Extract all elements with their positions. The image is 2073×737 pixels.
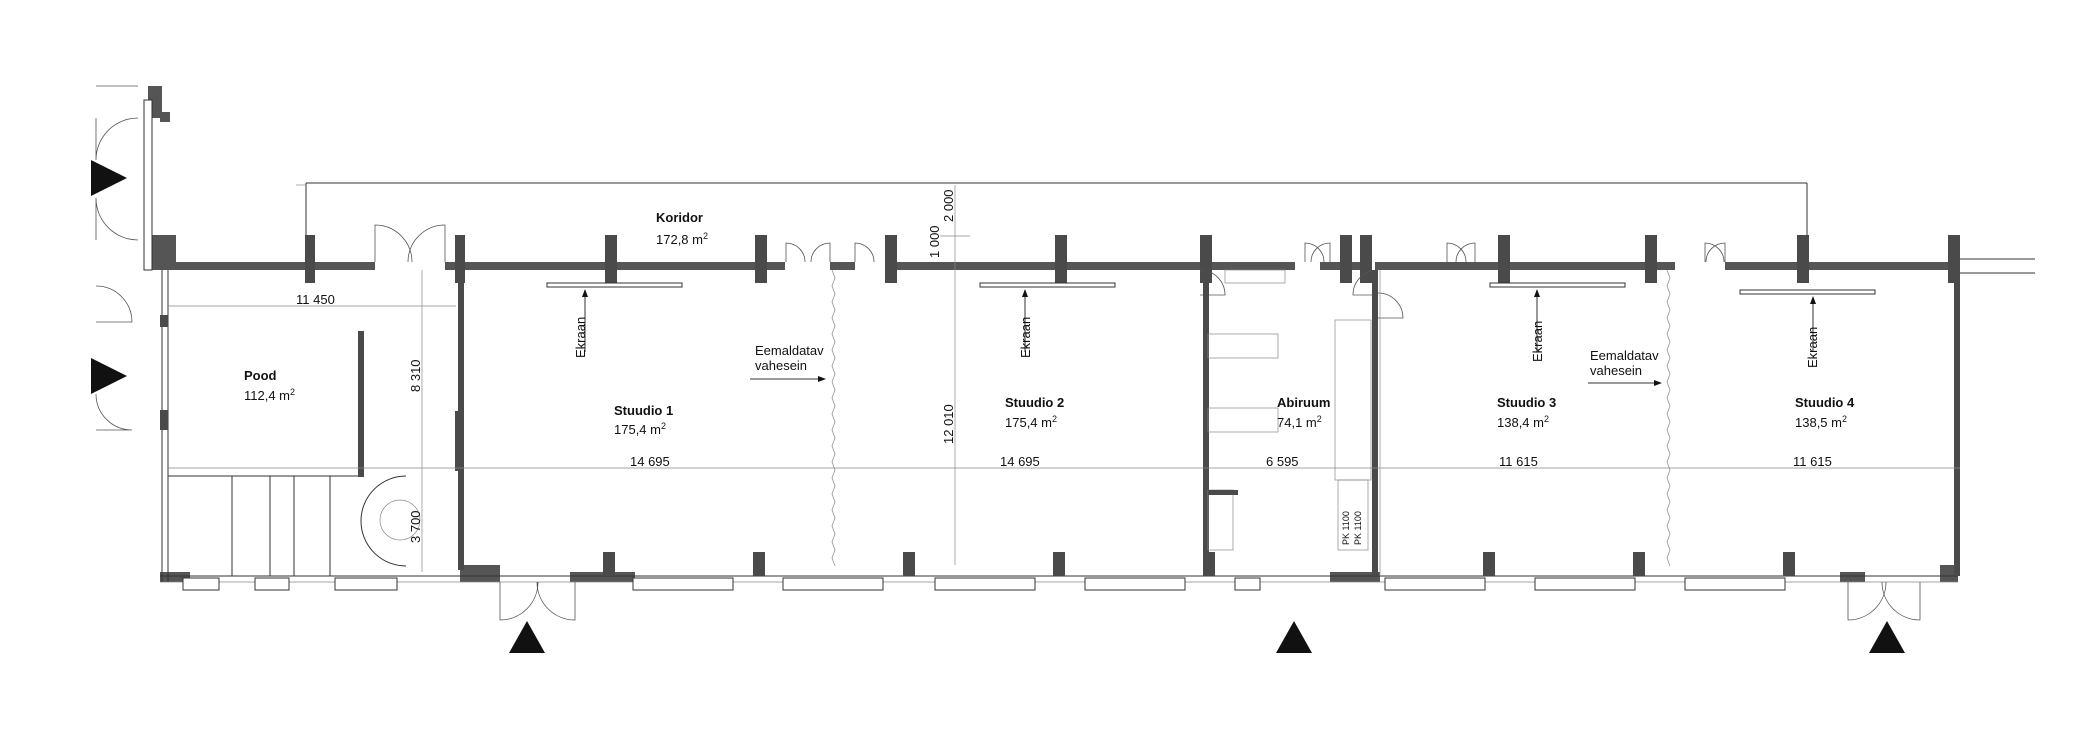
dim-depth-main: 8 310	[408, 359, 423, 392]
room-area: 138,5 m	[1795, 415, 1842, 430]
room-label-stuudio1: Stuudio 1 175,4 m2	[614, 403, 673, 437]
partition-label-2b: vahesein	[1590, 363, 1642, 378]
entrance-triangle-north	[91, 160, 127, 196]
dim-stuudio2-width: 14 695	[1000, 454, 1040, 469]
svg-text:138,4 m2: 138,4 m2	[1497, 414, 1549, 430]
north-piers	[305, 235, 1960, 283]
screen-label-2: Ekraan	[1018, 317, 1033, 358]
partition-label-1a: Eemaldatav	[755, 343, 824, 358]
entrance-markers	[91, 160, 1905, 653]
screen-label-3: Ekraan	[1530, 321, 1545, 362]
dim-abiruum-width: 6 595	[1266, 454, 1299, 469]
south-windows	[182, 577, 1786, 591]
room-area: 175,4 m	[1005, 415, 1052, 430]
partition-label-1b: vahesein	[755, 358, 807, 373]
room-name: Koridor	[656, 210, 703, 225]
room-label-stuudio3: Stuudio 3 138,4 m2	[1497, 395, 1556, 430]
svg-text:138,5 m2: 138,5 m2	[1795, 414, 1847, 430]
room-label-pood: Pood 112,4 m2	[244, 368, 295, 403]
room-label-abiruum: Abiruum 74,1 m2	[1277, 395, 1330, 430]
dimension-labels: 11 450 14 695 14 695 6 595 11 615 11 615…	[296, 189, 1832, 543]
room-area: 112,4 m	[244, 388, 290, 403]
screens	[546, 282, 1876, 386]
dim-koridor-lower: 1 000	[927, 225, 942, 258]
pk-label-1: PK 1100	[1341, 511, 1351, 545]
entrance-triangle-south-3	[1869, 621, 1905, 653]
room-name: Pood	[244, 368, 277, 383]
room-area: 138,4 m	[1497, 415, 1544, 430]
dim-stuudio4-width: 11 615	[1793, 454, 1832, 469]
removable-partitions	[831, 269, 1671, 567]
svg-text:112,4 m2: 112,4 m2	[244, 387, 295, 403]
dim-stuudio1-width: 14 695	[630, 454, 670, 469]
svg-text:172,8 m2: 172,8 m2	[656, 231, 708, 247]
unit-sup: 2	[703, 231, 708, 241]
svg-text:175,4 m2: 175,4 m2	[1005, 414, 1057, 430]
svg-text:74,1 m2: 74,1 m2	[1277, 414, 1322, 430]
dim-pood-width: 11 450	[296, 292, 335, 307]
dimension-lines	[168, 185, 1960, 572]
south-piers	[603, 552, 1795, 576]
entrance-triangle-south-2	[1276, 621, 1312, 653]
svg-text:175,4 m2: 175,4 m2	[614, 421, 666, 437]
unit-sup: 2	[1842, 414, 1847, 424]
corridor-outline	[296, 182, 1808, 264]
dim-depth-lower: 3 700	[408, 510, 423, 543]
unit-sup: 2	[1544, 414, 1549, 424]
room-name: Stuudio 4	[1795, 395, 1855, 410]
partition-label-2a: Eemaldatav	[1590, 348, 1659, 363]
west-wall	[143, 86, 176, 582]
screen-label-1: Ekraan	[573, 317, 588, 358]
room-name: Stuudio 3	[1497, 395, 1556, 410]
north-wall	[160, 258, 2035, 274]
pk-label-2: PK 1100	[1353, 511, 1363, 545]
dim-stuudio3-width: 11 615	[1499, 454, 1538, 469]
doors	[95, 85, 1921, 621]
room-name: Stuudio 2	[1005, 395, 1064, 410]
unit-sup: 2	[661, 421, 666, 431]
unit-sup: 2	[1317, 414, 1322, 424]
entrance-triangle-west	[91, 358, 127, 394]
dim-koridor-upper: 2 000	[941, 189, 956, 222]
dim-depth-total: 12 010	[941, 404, 956, 444]
room-label-stuudio4: Stuudio 4 138,5 m2	[1795, 395, 1855, 430]
room-area: 172,8 m	[656, 232, 703, 247]
annotations: Ekraan Ekraan Ekraan Ekraan Eemaldatav v…	[573, 317, 1820, 545]
room-area: 74,1 m	[1277, 415, 1317, 430]
unit-sup: 2	[1052, 414, 1057, 424]
room-label-stuudio2: Stuudio 2 175,4 m2	[1005, 395, 1064, 430]
storage-shelves	[1207, 269, 1372, 551]
screen-label-4: Ekraan	[1805, 327, 1820, 368]
interior-walls	[168, 270, 1960, 576]
unit-sup: 2	[290, 387, 295, 397]
room-area: 175,4 m	[614, 422, 661, 437]
room-name: Abiruum	[1277, 395, 1330, 410]
room-name: Stuudio 1	[614, 403, 673, 418]
entrance-triangle-south-1	[509, 621, 545, 653]
room-label-koridor: Koridor 172,8 m2	[656, 210, 708, 247]
